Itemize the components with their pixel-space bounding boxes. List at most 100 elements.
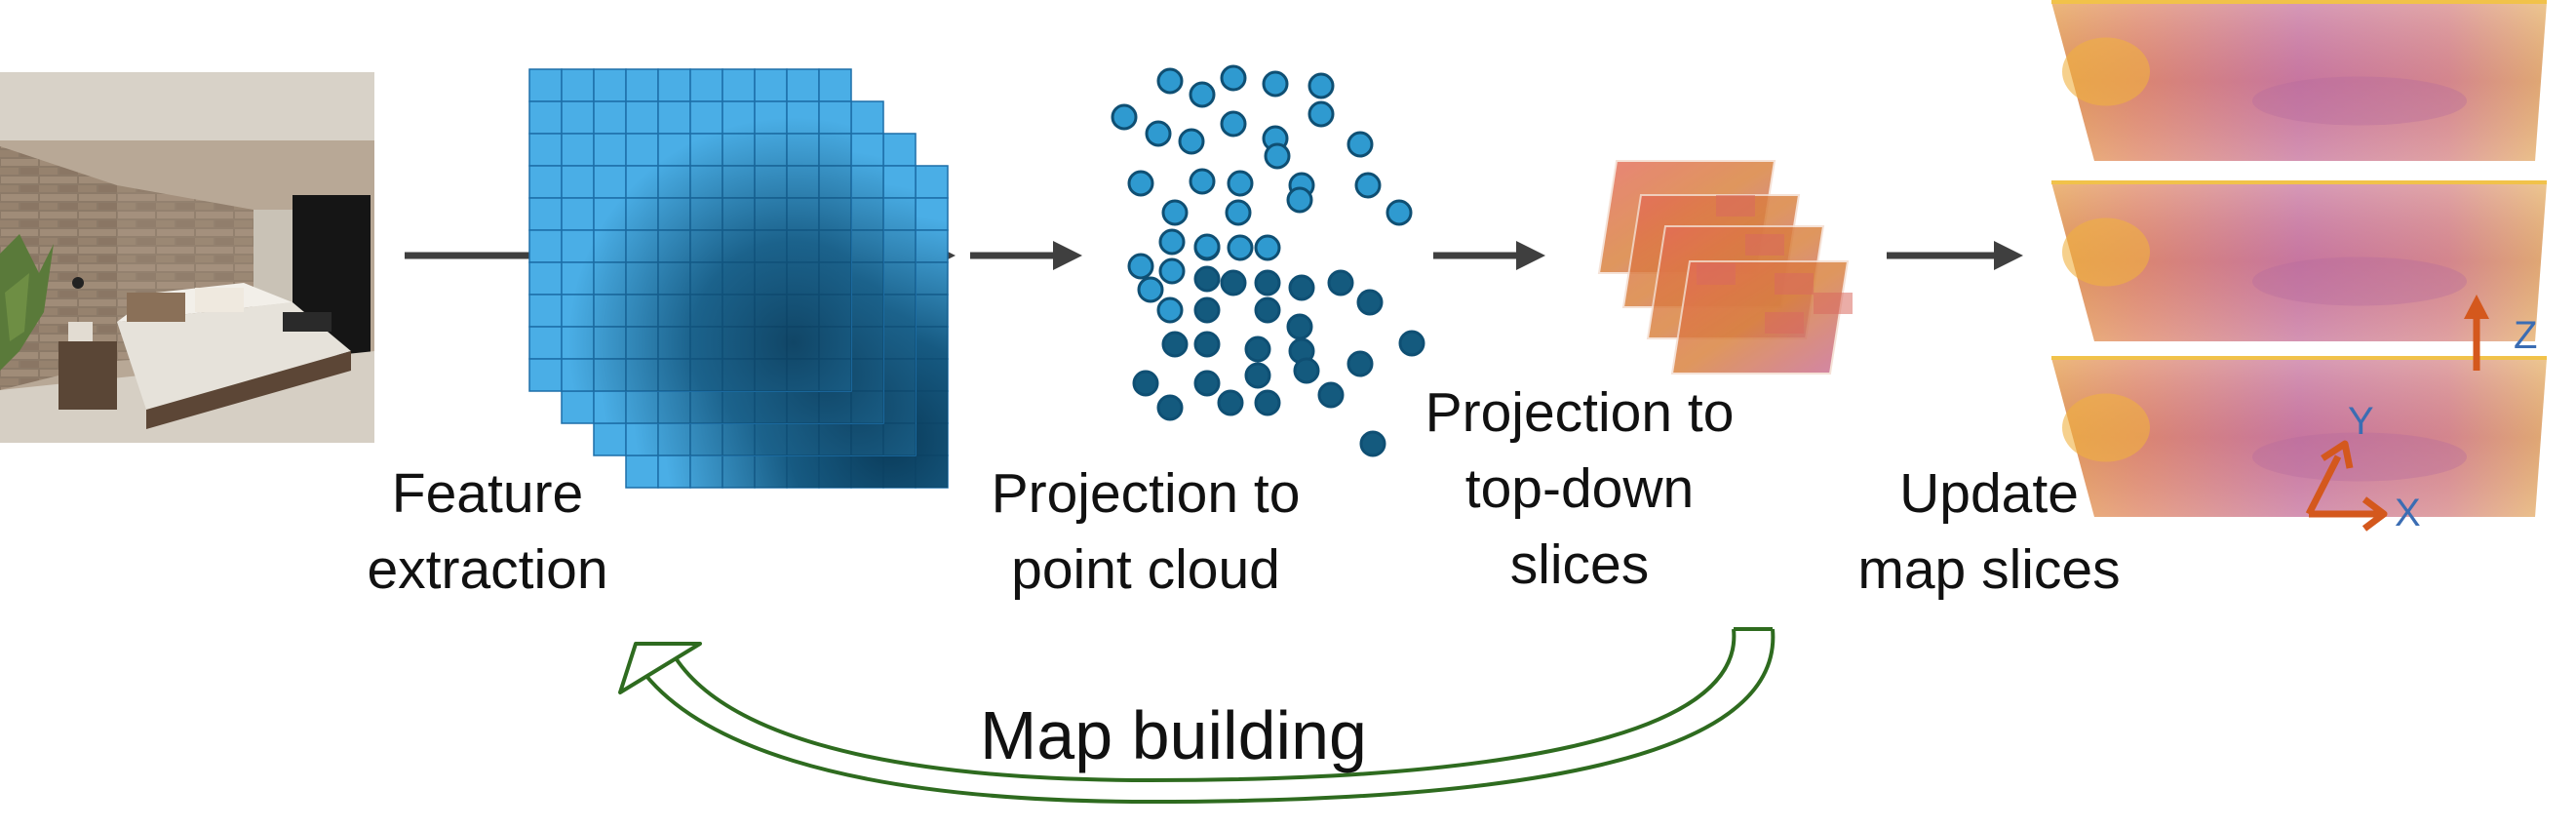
map-slice-shading	[2051, 182, 2547, 341]
loop-arrow-inner	[671, 628, 1737, 783]
point-dark	[1132, 370, 1159, 397]
projection-point-cloud-label: Projection to point cloud	[960, 455, 1331, 608]
map-slice-shading	[2051, 358, 2547, 517]
axis-z-head	[2464, 295, 2489, 319]
bedroom-photo	[0, 72, 374, 443]
point-light	[1354, 172, 1382, 199]
point-light	[1262, 70, 1289, 98]
point-dark	[1220, 269, 1247, 296]
mini-slice-block	[1716, 195, 1755, 217]
point-light	[1158, 257, 1186, 285]
label-line: Update	[1899, 462, 2079, 525]
label-line: top-down	[1464, 457, 1695, 520]
point-dark	[1317, 381, 1345, 409]
point-light	[1158, 228, 1186, 256]
mini-slice-block	[1697, 263, 1736, 285]
axis-y-head	[2321, 440, 2354, 469]
point-light	[1220, 64, 1247, 92]
map-building-label: Map building	[980, 697, 1367, 773]
mini-slice-block	[1745, 234, 1784, 256]
point-light	[1161, 199, 1189, 226]
flow-arrow	[1887, 241, 2023, 270]
point-light	[1227, 234, 1254, 261]
loop-arrow-outer	[630, 628, 1776, 805]
flow-arrow-head	[1994, 241, 2023, 270]
feature-extraction-label: Feature extraction	[361, 455, 614, 608]
map-slice-band	[2252, 257, 2467, 306]
mini-slice-block	[1814, 293, 1853, 314]
update-map-slices-label: Update map slices	[1833, 455, 2145, 608]
map-slice	[2051, 180, 2547, 341]
mini-slice-block	[1765, 312, 1804, 334]
label-line: slices	[1509, 533, 1650, 596]
map-building-loop-arrow	[618, 627, 1776, 805]
feature-map-layer	[528, 68, 852, 392]
label-line: Projection to	[991, 462, 1301, 525]
point-dark	[1193, 265, 1221, 293]
point-light	[1156, 67, 1184, 95]
axes-indicator	[2305, 295, 2489, 532]
point-dark	[1286, 313, 1313, 340]
top-down-slices	[1597, 160, 1853, 375]
map-slice-band	[2252, 76, 2467, 126]
point-light	[1254, 234, 1281, 261]
point-light	[1156, 296, 1184, 324]
mini-slice-block	[1775, 273, 1814, 295]
label-line: extraction	[367, 538, 608, 601]
axis-z-label: Z	[2514, 314, 2538, 357]
point-dark	[1244, 336, 1271, 363]
point-dark	[1356, 289, 1384, 316]
point-dark	[1244, 362, 1271, 389]
point-light	[1286, 186, 1313, 214]
label-line: Feature	[391, 462, 584, 525]
label-line: Projection to	[1425, 381, 1735, 444]
point-light	[1178, 128, 1205, 155]
point-dark	[1254, 389, 1281, 416]
point-dark	[1293, 357, 1320, 384]
point-light	[1225, 199, 1252, 226]
flow-arrow	[1433, 241, 1545, 270]
projection-slices-label: Projection to top-down slices	[1394, 375, 1765, 603]
map-slice-band	[2252, 432, 2467, 482]
axis-y-label: Y	[2348, 400, 2374, 443]
map-slice-highlight	[2062, 37, 2150, 106]
point-dark	[1288, 274, 1315, 301]
point-light	[1127, 253, 1154, 280]
axis-y-shaft	[2305, 454, 2342, 516]
label-line: point cloud	[1011, 538, 1280, 601]
point-light	[1145, 120, 1172, 147]
point-light	[1220, 110, 1247, 138]
map-slice-shading	[2051, 2, 2547, 161]
point-dark	[1398, 330, 1425, 357]
point-dark	[1217, 389, 1244, 416]
flow-arrow-head	[1516, 241, 1545, 270]
point-dark	[1193, 331, 1221, 358]
point-dark	[1161, 331, 1189, 358]
point-light	[1127, 170, 1154, 197]
point-light	[1111, 103, 1138, 131]
point-dark	[1254, 296, 1281, 324]
point-dark	[1254, 269, 1281, 296]
flow-arrow	[970, 241, 1082, 270]
point-dark	[1156, 394, 1184, 421]
point-light	[1308, 100, 1335, 128]
label-line: map slices	[1857, 538, 2121, 601]
point-light	[1386, 199, 1413, 226]
point-light	[1189, 81, 1216, 108]
point-light	[1264, 142, 1291, 170]
point-dark	[1193, 370, 1221, 397]
point-dark	[1359, 430, 1386, 457]
point-dark	[1327, 269, 1354, 296]
feature-shading	[529, 69, 851, 391]
map-slice-highlight	[2062, 393, 2150, 462]
point-light	[1193, 233, 1221, 260]
map-slices	[2051, 0, 2547, 517]
map-slice	[2051, 356, 2547, 517]
point-light	[1347, 131, 1374, 158]
point-dark	[1347, 350, 1374, 377]
point-light	[1308, 72, 1335, 99]
map-slice	[2051, 0, 2547, 161]
loop-arrow-head	[618, 642, 702, 694]
point-cloud	[1111, 64, 1425, 457]
